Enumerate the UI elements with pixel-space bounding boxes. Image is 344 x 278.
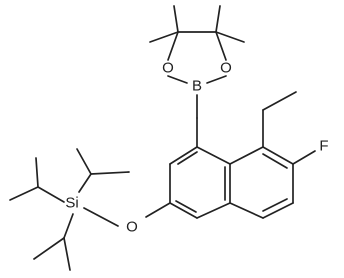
bond [63, 237, 71, 271]
bond [33, 237, 65, 260]
bond [9, 186, 39, 201]
bond [215, 31, 227, 61]
bond [196, 146, 231, 165]
bond [145, 202, 171, 218]
silicon-atom-label: Si [65, 195, 78, 212]
bond [35, 157, 39, 188]
boron-atom-label: B [192, 78, 202, 95]
bond [76, 148, 92, 175]
bond [215, 5, 221, 33]
bond [83, 207, 119, 227]
bond [292, 150, 316, 165]
atom-labels: B O O F Si O [65, 60, 328, 236]
bond [175, 200, 197, 213]
bond [37, 186, 65, 203]
bond [262, 146, 294, 165]
bond [229, 146, 264, 165]
bond [196, 202, 231, 219]
bond [215, 31, 245, 43]
bond [262, 202, 294, 219]
bond [262, 153, 288, 169]
bonds [9, 5, 316, 271]
bond [167, 31, 179, 61]
bond [149, 31, 179, 43]
bond [90, 171, 130, 175]
bond [169, 202, 198, 219]
bond [169, 146, 198, 165]
bond [173, 5, 179, 33]
oxygen-atom-label: O [126, 219, 138, 236]
bond [262, 198, 288, 212]
oxygen-atom-label: O [162, 60, 174, 77]
bond [177, 151, 198, 165]
oxygen-atom-label: O [220, 60, 232, 77]
bond [262, 91, 297, 111]
bond [167, 75, 188, 84]
bond [206, 75, 227, 84]
bond [78, 173, 92, 193]
bond [63, 213, 74, 239]
fluorine-atom-label: F [319, 138, 328, 155]
bond [229, 202, 264, 219]
